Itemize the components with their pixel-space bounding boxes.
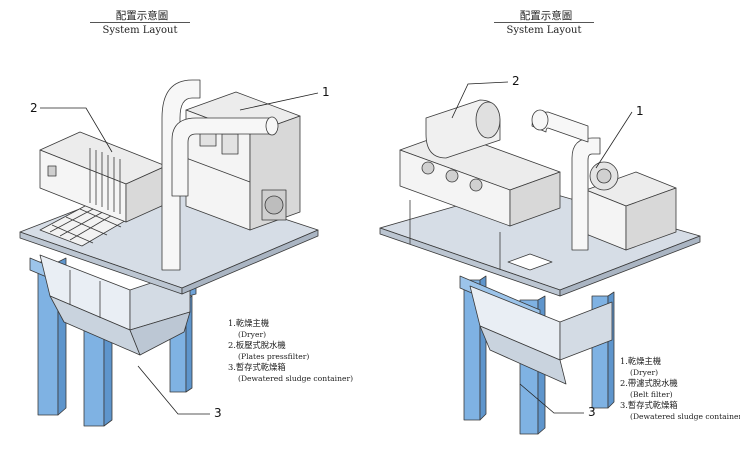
right-legend-item-zh: 1.乾燥主機	[620, 356, 662, 366]
right-title-rule	[494, 22, 594, 23]
left-title-en: System Layout	[102, 25, 178, 36]
right-legend-item-zh: 2.帶濾式脫水機	[620, 378, 678, 388]
right-duct-pipe	[531, 109, 601, 251]
left-legend-item-en: (Plates pressfilter)	[238, 352, 310, 361]
right-callout-1: 1	[636, 104, 644, 118]
left-plates-pressfilter	[39, 131, 167, 223]
right-dryer-unit	[585, 161, 677, 251]
left-legend-item-en: (Dewatered sludge container)	[238, 374, 354, 383]
left-legend-item-zh: 1.乾燥主機	[228, 318, 270, 328]
right-legend-item-en: (Dewatered sludge container)	[630, 412, 740, 421]
right-drawing	[379, 99, 701, 435]
right-title-en: System Layout	[506, 25, 582, 36]
left-duct-pipe	[161, 79, 279, 271]
left-legend: 1.乾燥主機 (Dryer) 2.板壓式脫水機 (Plates pressfil…	[228, 318, 353, 384]
right-drum	[425, 99, 501, 159]
right-callout-2: 2	[512, 74, 520, 88]
left-drawing	[19, 79, 319, 427]
right-legend-item-zh: 3.暫存式乾燥箱	[620, 400, 678, 410]
left-callout-3: 3	[214, 406, 222, 420]
right-legend: 1.乾燥主機 (Dryer) 2.帶濾式脫水機 (Belt filter) 3.…	[620, 356, 740, 422]
right-callout-3: 3	[588, 405, 596, 419]
right-legend-item-en: (Dryer)	[630, 368, 659, 377]
left-legend-item-zh: 3.暫存式乾燥箱	[228, 362, 286, 372]
leader-lines	[40, 81, 633, 415]
left-callout-2: 2	[30, 101, 38, 115]
left-title-zh: 配置示意圖	[115, 10, 169, 22]
left-legend-item-zh: 2.板壓式脫水機	[228, 340, 286, 350]
right-title-zh: 配置示意圖	[519, 10, 573, 22]
left-title-rule	[90, 22, 190, 23]
right-sludge-container	[469, 285, 613, 385]
left-dryer-unit	[185, 91, 301, 231]
right-legend-item-en: (Belt filter)	[630, 390, 673, 399]
left-callout-1: 1	[322, 85, 330, 99]
left-legend-item-en: (Dryer)	[238, 330, 267, 339]
